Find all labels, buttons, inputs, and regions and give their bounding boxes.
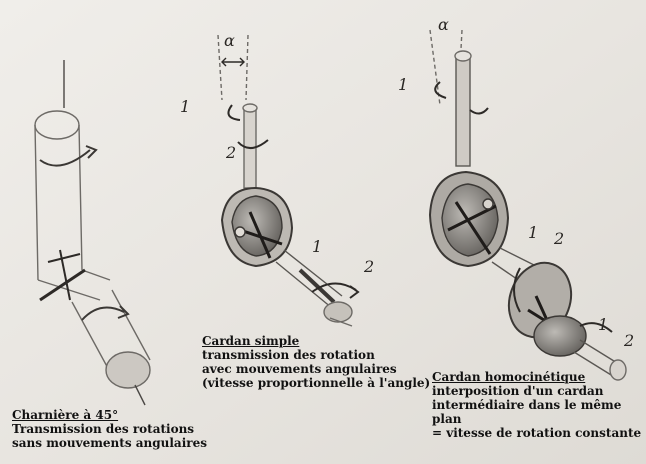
cardan-homocinetique-line: intermédiaire dans le même plan	[432, 398, 646, 426]
cardan-homocinetique-title: Cardan homocinétique	[432, 370, 646, 384]
annotation-2: 2	[363, 257, 374, 276]
cardan-simple-caption: Cardan simple transmission des rotation …	[202, 334, 430, 390]
annotation-2: 2	[623, 331, 634, 350]
charniere-line: Transmission des rotations	[12, 422, 207, 436]
alpha-label-right: α	[438, 15, 449, 34]
annotation-2: 2	[553, 229, 564, 248]
cardan-homocinetique-line: = vitesse de rotation constante	[432, 426, 646, 440]
annotation-1: 1	[528, 223, 538, 242]
cardan-homocinetique-line: interposition d'un cardan	[432, 384, 646, 398]
annotation-2: 2	[225, 143, 236, 162]
cardan-homocinetique-caption: Cardan homocinétique interposition d'un …	[432, 370, 646, 440]
annotation-1: 1	[598, 315, 608, 334]
cardan-simple-line: avec mouvements angulaires	[202, 362, 430, 376]
cardan-simple-line: (vitesse proportionnelle à l'angle)	[202, 376, 430, 390]
alpha-label-left: α	[224, 31, 235, 50]
charniere-title: Charnière à 45°	[12, 408, 207, 422]
annotation-1: 1	[180, 97, 190, 116]
charniere-caption: Charnière à 45° Transmission des rotatio…	[12, 408, 207, 450]
cardan-simple-line: transmission des rotation	[202, 348, 430, 362]
annotation-1: 1	[312, 237, 322, 256]
cardan-simple-title: Cardan simple	[202, 334, 430, 348]
charniere-line: sans mouvements angulaires	[12, 436, 207, 450]
annotation-1: 1	[398, 75, 408, 94]
